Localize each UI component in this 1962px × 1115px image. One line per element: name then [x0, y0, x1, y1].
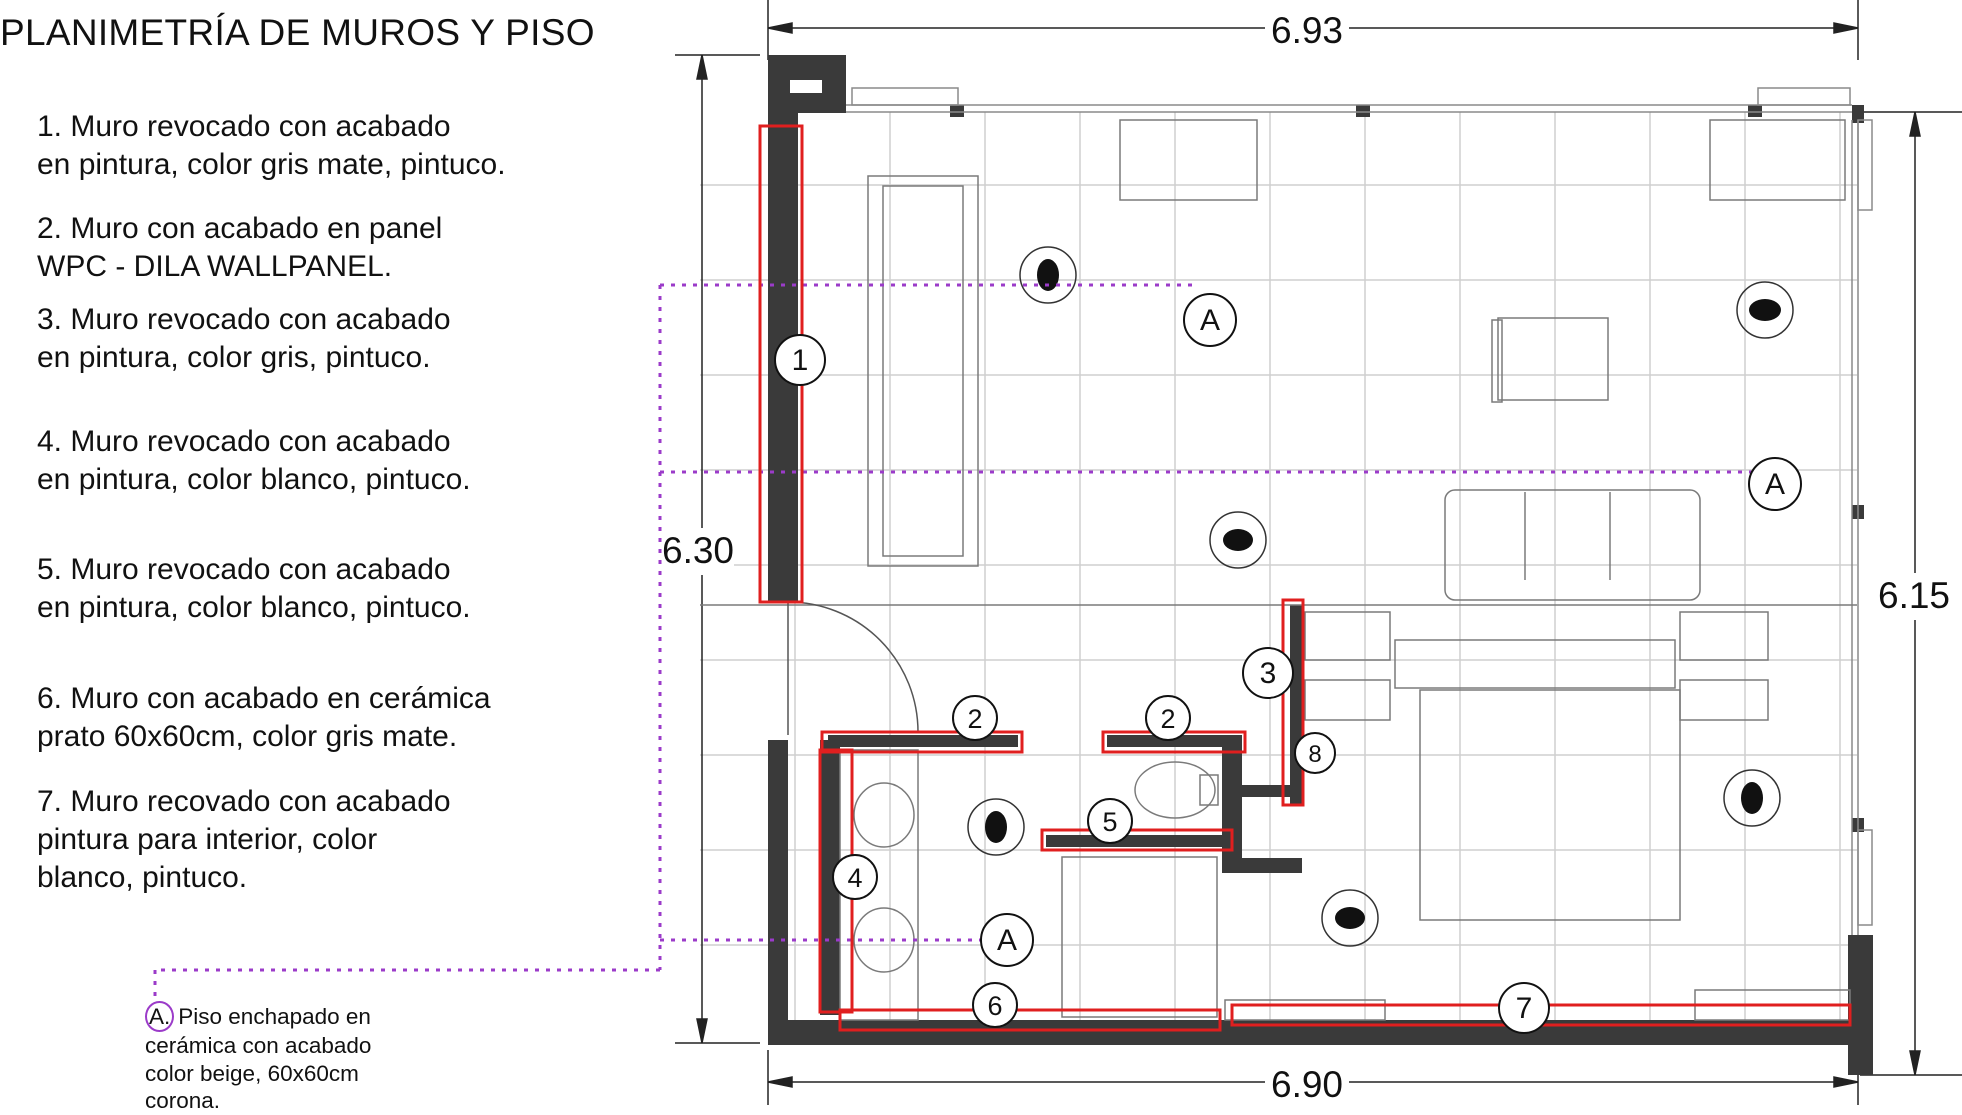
wall-tag-1: 1: [792, 344, 809, 377]
wall-tag-4: 4: [847, 863, 862, 893]
bed: [1419, 689, 1681, 921]
wall-tag-5: 5: [1102, 807, 1117, 837]
floor-note-line: color beige, 60x60cm: [145, 1060, 359, 1086]
note-line: 5. Muro revocado con acabado: [37, 553, 451, 586]
note-line: en pintura, color gris mate, pintuco.: [37, 148, 506, 182]
note-line: prato 60x60cm, color gris mate.: [37, 720, 458, 754]
highlight-wall-5: [1040, 828, 1234, 852]
note-line: en pintura, color blanco, pintuco.: [37, 591, 471, 625]
wall-partition-foot: [1242, 785, 1300, 797]
wall-left-lower: [768, 740, 788, 1045]
wall-top-post: [1356, 105, 1370, 117]
wall-bath-step: [1222, 858, 1302, 873]
note-5: 5. Muro revocado con acabado en pintura,…: [37, 551, 471, 627]
note-line: WPC - DILA WALLPANEL.: [37, 250, 393, 284]
floor-note-line: Piso enchapado en: [178, 1004, 371, 1029]
dimension-top: 6.93: [1265, 8, 1350, 55]
note-line: en pintura, color gris, pintuco.: [37, 341, 431, 375]
note-7: 7. Muro recovado con acabado pintura par…: [37, 783, 451, 897]
wall-tag-7: 7: [1516, 992, 1533, 1025]
note-line: 3. Muro revocado con acabado: [37, 303, 451, 336]
wall-bath-inner: [820, 740, 840, 1015]
dimension-right: 6.15: [1878, 573, 1951, 620]
note-4: 4. Muro revocado con acabado en pintura,…: [37, 423, 471, 499]
sofa: [1444, 489, 1701, 601]
wall-tag-3: 3: [1260, 657, 1277, 690]
wall-bath-mid: [1046, 835, 1232, 847]
person-figures: [985, 259, 1781, 929]
wall-right-post: [1852, 105, 1864, 123]
windows: [846, 87, 1873, 935]
drawing-title: PLANIMETRÍA DE MUROS Y PISO: [0, 12, 595, 53]
wall-top-post: [1748, 105, 1762, 117]
floor-tag-label: A.: [145, 1001, 175, 1033]
highlight-wall-3: [1281, 598, 1305, 807]
note-3: 3. Muro revocado con acabado en pintura,…: [37, 301, 451, 377]
wall-right-lower: [1848, 935, 1873, 1075]
floor-tag-a: A: [1200, 304, 1220, 337]
kitchen-counter: [1119, 119, 1258, 201]
wall-tag-2: 2: [967, 704, 982, 734]
toilet: [1134, 761, 1216, 819]
note-1: 1. Muro revocado con acabado en pintura,…: [37, 108, 506, 184]
floor-finish-note: A.Piso enchapado en cerámica con acabado…: [145, 1001, 371, 1115]
note-line: 1. Muro revocado con acabado: [37, 110, 451, 143]
dining-table: [867, 175, 979, 567]
highlight-wall-6: [838, 1008, 1222, 1032]
note-line: 2. Muro con acabado en panel: [37, 212, 443, 245]
note-6: 6. Muro con acabado en cerámica prato 60…: [37, 680, 491, 756]
section-lines: [153, 283, 1752, 1000]
note-line: 4. Muro revocado con acabado: [37, 425, 451, 458]
wall-tag-6: 6: [987, 991, 1002, 1021]
wall-tag-2: 2: [1160, 704, 1175, 734]
wall-top-post: [950, 105, 964, 117]
note-line: 6. Muro con acabado en cerámica: [37, 682, 491, 715]
sink: [853, 782, 915, 848]
dimension-bottom: 6.90: [1265, 1062, 1350, 1109]
note-line: 7. Muro recovado con acabado: [37, 785, 451, 818]
floor-note-line: cerámica con acabado: [145, 1033, 372, 1059]
nightstand: [1304, 611, 1391, 661]
floor-tag-a: A: [997, 924, 1017, 957]
wall-bath-top-right: [1107, 735, 1242, 747]
highlight-wall-2a: [820, 730, 1024, 754]
entry-door: [787, 601, 919, 735]
note-line: blanco, pintuco.: [37, 861, 248, 895]
note-line: en pintura, color blanco, pintuco.: [37, 463, 471, 497]
note-2: 2. Muro con acabado en panel WPC - DILA …: [37, 210, 442, 286]
desk: [1497, 317, 1609, 401]
wall-tag-8: 8: [1308, 741, 1321, 768]
floor-tag-a: A: [1765, 468, 1785, 501]
shower: [1061, 856, 1218, 1018]
dimension-left: 6.30: [662, 528, 735, 575]
wall-bath-right: [1222, 735, 1242, 870]
closet: [1224, 999, 1386, 1021]
note-line: pintura para interior, color: [37, 823, 378, 857]
furniture: [700, 119, 1857, 1021]
